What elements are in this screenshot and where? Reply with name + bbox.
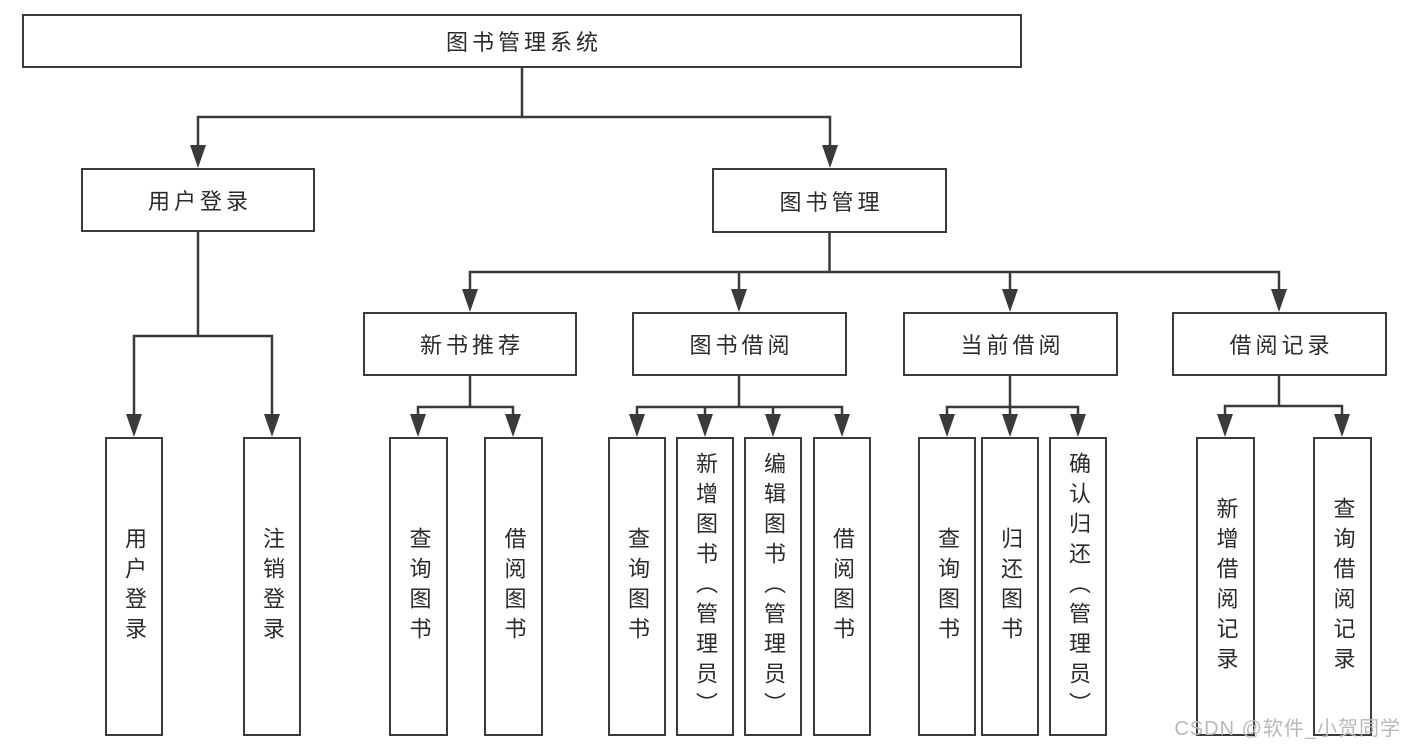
leaf-query-books-recommend: 查询图书: [389, 437, 448, 736]
leaf-add-borrow-record: 新增借阅记录: [1196, 437, 1255, 736]
leaf-borrow-books-recommend-label: 借阅图书: [501, 526, 527, 647]
node-borrow-records: 借阅记录: [1172, 312, 1387, 376]
leaf-query-books-current-label: 查询图书: [935, 526, 960, 647]
node-book-borrow: 图书借阅: [632, 312, 847, 376]
leaf-query-books-recommend-label: 查询图书: [406, 526, 432, 647]
leaf-confirm-return-admin: 确认归还（管理员）: [1049, 437, 1107, 736]
leaf-borrow-books-label: 借阅图书: [830, 526, 855, 647]
leaf-user-login-label: 用户登录: [122, 526, 147, 647]
node-current-borrow: 当前借阅: [903, 312, 1118, 376]
leaf-add-book-admin-label: 新增图书（管理员）: [693, 451, 718, 722]
leaf-borrow-books: 借阅图书: [813, 437, 871, 736]
leaf-edit-book-admin-label: 编辑图书（管理员）: [761, 451, 786, 722]
leaf-edit-book-admin: 编辑图书（管理员）: [744, 437, 802, 736]
leaf-confirm-return-admin-label: 确认归还（管理员）: [1066, 451, 1091, 722]
node-book-management: 图书管理: [712, 168, 947, 233]
node-root: 图书管理系统: [22, 14, 1022, 68]
leaf-query-books-borrow-label: 查询图书: [625, 526, 650, 647]
leaf-query-books-borrow: 查询图书: [608, 437, 666, 736]
node-new-book-recommend: 新书推荐: [363, 312, 577, 376]
leaf-logout-label: 注销登录: [260, 526, 285, 647]
leaf-query-books-current: 查询图书: [918, 437, 976, 736]
leaf-return-book: 归还图书: [981, 437, 1039, 736]
leaf-add-borrow-record-label: 新增借阅记录: [1213, 496, 1239, 677]
leaf-user-login: 用户登录: [105, 437, 163, 736]
leaf-logout: 注销登录: [243, 437, 301, 736]
leaf-borrow-books-recommend: 借阅图书: [484, 437, 543, 736]
node-user-login: 用户登录: [81, 168, 315, 232]
leaf-query-borrow-record-label: 查询借阅记录: [1330, 496, 1356, 677]
leaf-query-borrow-record: 查询借阅记录: [1313, 437, 1372, 736]
leaf-add-book-admin: 新增图书（管理员）: [676, 437, 734, 736]
leaf-return-book-label: 归还图书: [998, 526, 1023, 647]
csdn-watermark: CSDN @软件_小贺同学: [1174, 718, 1401, 740]
